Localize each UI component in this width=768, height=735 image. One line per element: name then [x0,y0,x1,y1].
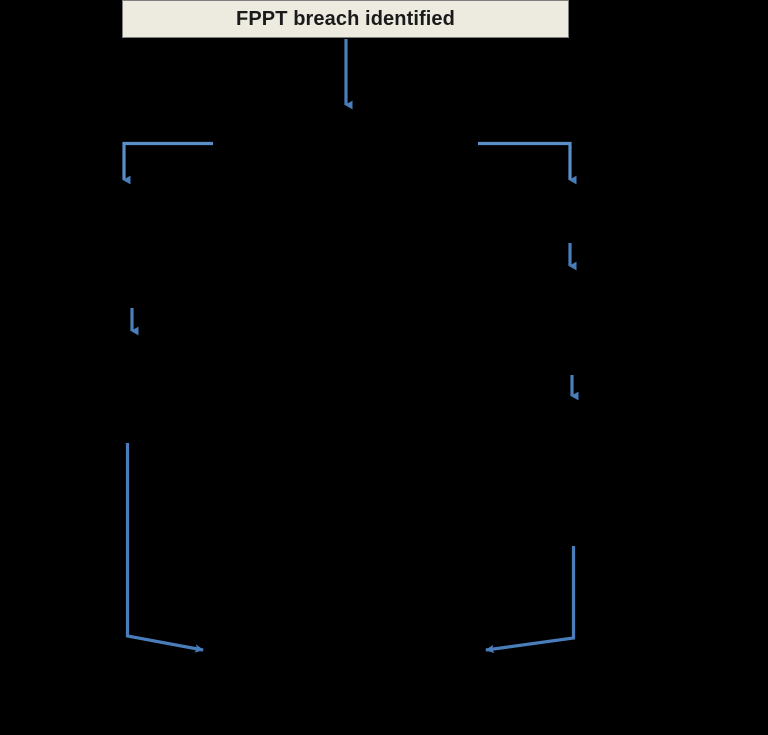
connector-left-3-out [125,443,204,653]
node-bottom-right[interactable] [300,612,480,692]
node-right-1[interactable] [484,192,664,240]
node-left-1[interactable] [40,192,220,292]
node-root[interactable]: FPPT breach identified [122,0,569,38]
connector-right-3-out [485,546,576,654]
page-title: FPPT breach identified [236,7,455,30]
connector-split-left [122,141,213,185]
node-right-3[interactable] [484,403,664,543]
node-right-2[interactable] [484,275,664,373]
node-left-2[interactable] [40,342,220,437]
connector-split-right [478,141,577,185]
